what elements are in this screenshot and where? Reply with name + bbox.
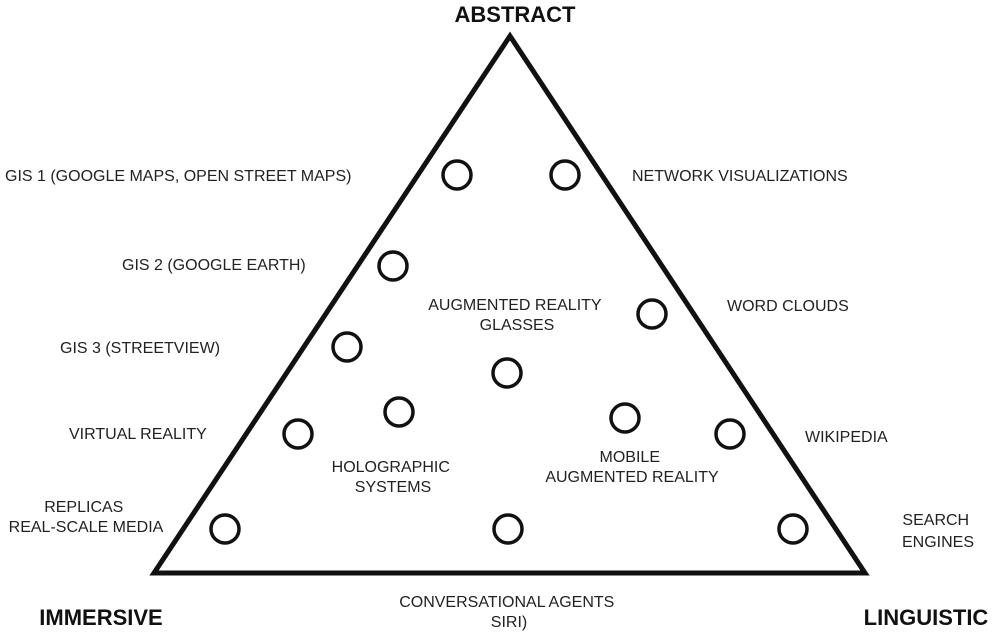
label-augmented-reality-glasses: AUGMENTED REALITY GLASSES	[428, 297, 606, 334]
node-search-engines[interactable]	[777, 513, 809, 545]
node-mobile-augmented-reality[interactable]	[609, 402, 641, 434]
node-replicas[interactable]	[209, 513, 241, 545]
node-holographic-systems[interactable]	[383, 396, 415, 428]
node-word-clouds[interactable]	[636, 298, 668, 330]
label-gis1: GIS 1 (GOOGLE MAPS, OPEN STREET MAPS)	[5, 168, 351, 185]
node-gis3[interactable]	[331, 331, 363, 363]
label-virtual-reality: VIRTUAL REALITY	[69, 426, 207, 443]
label-replicas: REPLICAS REAL-SCALE MEDIA	[9, 499, 164, 536]
node-network-visualizations[interactable]	[549, 159, 581, 191]
label-holographic-systems: HOLOGRAPHIC SYSTEMS	[332, 459, 455, 496]
label-conversational-agents: CONVERSATIONAL AGENTS SIRI)	[399, 594, 619, 631]
label-gis3: GIS 3 (STREETVIEW)	[60, 340, 220, 357]
label-network-visualizations: NETWORK VISUALIZATIONS	[632, 168, 848, 185]
node-conversational-agents[interactable]	[492, 513, 524, 545]
node-virtual-reality[interactable]	[282, 418, 314, 450]
label-word-clouds: WORD CLOUDS	[727, 298, 849, 315]
label-gis2: GIS 2 (GOOGLE EARTH)	[122, 257, 306, 274]
node-wikipedia[interactable]	[714, 418, 746, 450]
node-augmented-reality-glasses[interactable]	[491, 357, 523, 389]
node-gis2[interactable]	[377, 250, 409, 282]
triangle-frame	[149, 31, 870, 576]
corner-label-immersive: IMMERSIVE	[39, 605, 162, 630]
node-gis1[interactable]	[441, 159, 473, 191]
label-search-engines: SEARCH ENGINES	[902, 512, 974, 551]
corner-label-abstract: ABSTRACT	[455, 2, 577, 27]
corner-label-linguistic: LINGUISTIC	[864, 605, 989, 630]
label-wikipedia: WIKIPEDIA	[805, 429, 888, 446]
label-mobile-augmented-reality: MOBILE AUGMENTED REALITY	[545, 449, 719, 486]
